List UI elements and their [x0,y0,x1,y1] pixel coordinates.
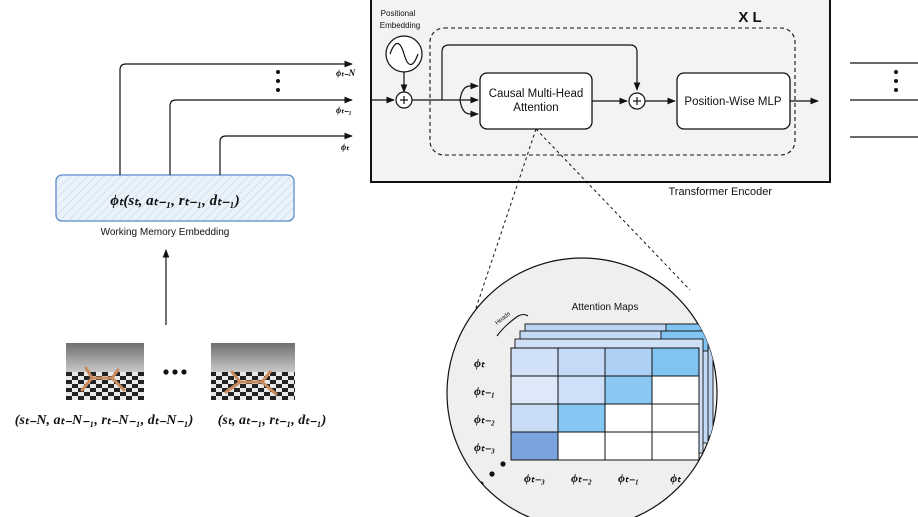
attention-cell [604,375,653,405]
phi-n-line [119,60,353,175]
column-label: ϕₜ₋₁ [618,471,639,485]
attention-label-line2: Attention [513,102,558,114]
transformer-encoder: Transformer Encoder X L Positional Embed… [370,0,831,198]
causal-attention-box [479,72,593,130]
repeated-block-outline [429,27,796,156]
heads-brace [496,313,529,337]
positional-label-line2: Embedding [380,21,420,30]
phi-n-label: ϕₜ₋N [336,68,356,78]
working-memory-embedding: ϕₜ(sₜ, aₜ₋₁, rₜ₋₁, dₜ₋₁) Working Memory … [55,174,295,238]
embedding-caption: Working Memory Embedding [101,227,230,238]
attention-cell [604,347,653,377]
attention-cell [651,403,700,433]
encoder-caption: Transformer Encoder [668,186,772,198]
state-tuple-right: (sₜ, aₜ₋₁, rₜ₋₁, dₜ₋₁) [218,413,327,428]
attention-cell [510,431,559,461]
state-tuple-left: (sₜ₋N, aₜ₋N₋₁, rₜ₋N₋₁, dₜ₋N₋₁) [15,413,194,428]
phi-1-line [169,96,353,175]
attention-cell [651,431,700,461]
column-label: ϕₜ₋₃ [524,471,545,485]
attention-cell [557,403,606,433]
row-labels: ϕₜ ϕₜ₋₁ ϕₜ₋₂ ϕₜ₋₃ [474,356,495,454]
phi-1-label: ϕₜ₋₁ [336,105,352,115]
residual-connection [441,44,641,100]
mlp-label: Position-Wise MLP [684,96,781,108]
phi-t-label: ϕₜ [341,142,350,152]
attention-cell [557,375,606,405]
positional-label-line1: Positional [381,9,416,18]
state-image-right [211,343,295,400]
attention-cell [557,347,606,377]
row-label: ϕₜ [474,356,486,370]
output-lines [850,62,918,138]
zoom-line-right [535,128,691,291]
embedding-formula: ϕₜ(sₜ, aₜ₋₁, rₜ₋₁, dₜ₋₁) [110,193,239,209]
row-label: ϕₜ₋₂ [474,412,495,426]
attention-cell [557,431,606,461]
column-labels: ϕₜ₋₃ ϕₜ₋₂ ϕₜ₋₁ ϕₜ [524,471,682,485]
attention-cell [604,403,653,433]
ellipsis-dots [163,369,187,375]
attention-cell [604,431,653,461]
attention-cell [651,375,700,405]
phi-t-line [219,132,353,175]
zoom-line-left [469,128,537,327]
repeat-label: X L [738,9,761,26]
state-image-left [66,343,144,400]
attention-grid [510,347,700,461]
attention-cell [510,375,559,405]
column-label: ϕₜ₋₂ [571,471,592,485]
row-label: ϕₜ₋₁ [474,384,495,398]
attention-maps-title: Attention Maps [572,302,639,313]
vertical-ellipsis [276,70,280,92]
column-label: ϕₜ [670,471,682,485]
attention-cell [651,347,700,377]
row-label: ϕₜ₋₃ [474,440,495,454]
attention-cell [510,347,559,377]
attention-label-line1: Causal Multi-Head [489,88,584,100]
attention-cell [510,403,559,433]
